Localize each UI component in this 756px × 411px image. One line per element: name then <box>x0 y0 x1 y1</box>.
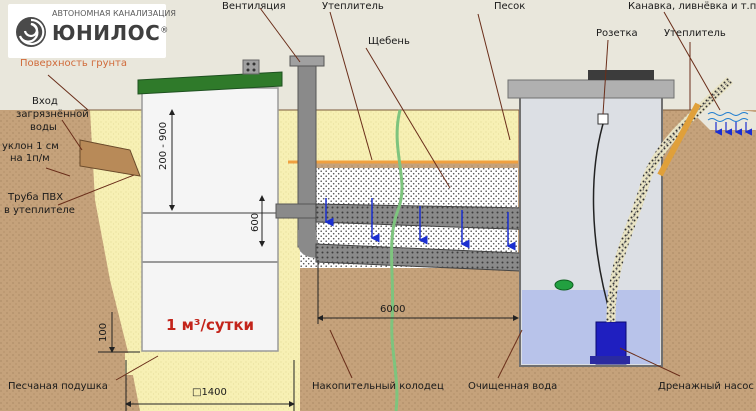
socket-box <box>597 113 609 125</box>
label-sand-cushion: Песчаная подушка <box>8 381 108 392</box>
swirl-logo-icon <box>16 17 46 47</box>
ditch-arrows <box>714 122 752 136</box>
ditch-water <box>707 112 749 122</box>
break-line <box>390 109 404 411</box>
dim-pipe-gap: 600 <box>250 213 261 232</box>
label-inlet-2: загрязнённой <box>16 109 89 120</box>
dimension-lines <box>98 109 519 411</box>
discharge-hose-outline <box>610 79 731 323</box>
label-sand: Песок <box>494 1 525 12</box>
brand-name: ЮНИЛОС® <box>52 21 169 45</box>
label-socket: Розетка <box>596 28 638 39</box>
storage-well-water <box>522 290 660 364</box>
label-slope-2: на 1п/м <box>10 153 50 164</box>
capacity-label: 1 м³/сутки <box>166 316 254 334</box>
label-slope-1: уклон 1 см <box>2 141 59 152</box>
unit-outlet-pipe <box>275 203 317 219</box>
vent-cap <box>289 55 325 67</box>
label-clean-water: Очищенная вода <box>468 381 557 392</box>
label-pipe-2: в утеплителе <box>4 205 75 216</box>
dim-depth-range: 200 - 900 <box>158 122 169 170</box>
seepage-arrows <box>324 198 516 251</box>
storage-well-cap <box>588 70 654 80</box>
label-group: Поверхность грунта Вход загрязнённой вод… <box>2 1 756 398</box>
unit-sand-cushion <box>125 353 295 375</box>
label-insulation-right: Утеплитель <box>664 28 726 39</box>
treatment-unit-lid <box>137 71 283 95</box>
vent-elbow <box>298 230 318 258</box>
dim-cushion: 100 <box>98 323 109 342</box>
inlet-pipe <box>79 139 141 177</box>
treatment-unit-body <box>141 87 279 352</box>
label-pipe-1: Труба ПВХ <box>7 192 63 203</box>
dim-width: □1400 <box>192 387 227 398</box>
field-sand-layer <box>300 110 518 162</box>
label-gravel: Щебень <box>368 36 410 47</box>
label-ground-surface: Поверхность грунта <box>20 58 127 69</box>
leader-lines <box>45 7 721 381</box>
brand-tagline: АВТОНОМНАЯ КАНАЛИЗАЦИЯ <box>52 9 176 18</box>
float-switch <box>554 279 574 291</box>
brand-logo: АВТОНОМНАЯ КАНАЛИЗАЦИЯ ЮНИЛОС® <box>8 4 176 58</box>
pump-cable <box>592 123 613 321</box>
hose-insulation <box>657 102 701 177</box>
label-inlet-1: Вход <box>32 96 58 107</box>
label-insulation-top: Утеплитель <box>322 1 384 12</box>
label-inlet-3: воды <box>30 122 57 133</box>
unit-vent-cap <box>242 59 260 75</box>
pump-base <box>590 356 630 364</box>
vent-pipe <box>297 61 317 248</box>
label-ditch: Канавка, ливнёвка и т.п. <box>628 1 756 12</box>
ditch <box>690 110 756 130</box>
label-ventilation: Вентиляция <box>222 1 286 12</box>
dim-distance: 6000 <box>380 304 405 315</box>
label-storage-well: Накопительный колодец <box>312 381 444 392</box>
storage-well-top <box>507 79 675 99</box>
label-drain-pump: Дренажный насос <box>658 381 754 392</box>
